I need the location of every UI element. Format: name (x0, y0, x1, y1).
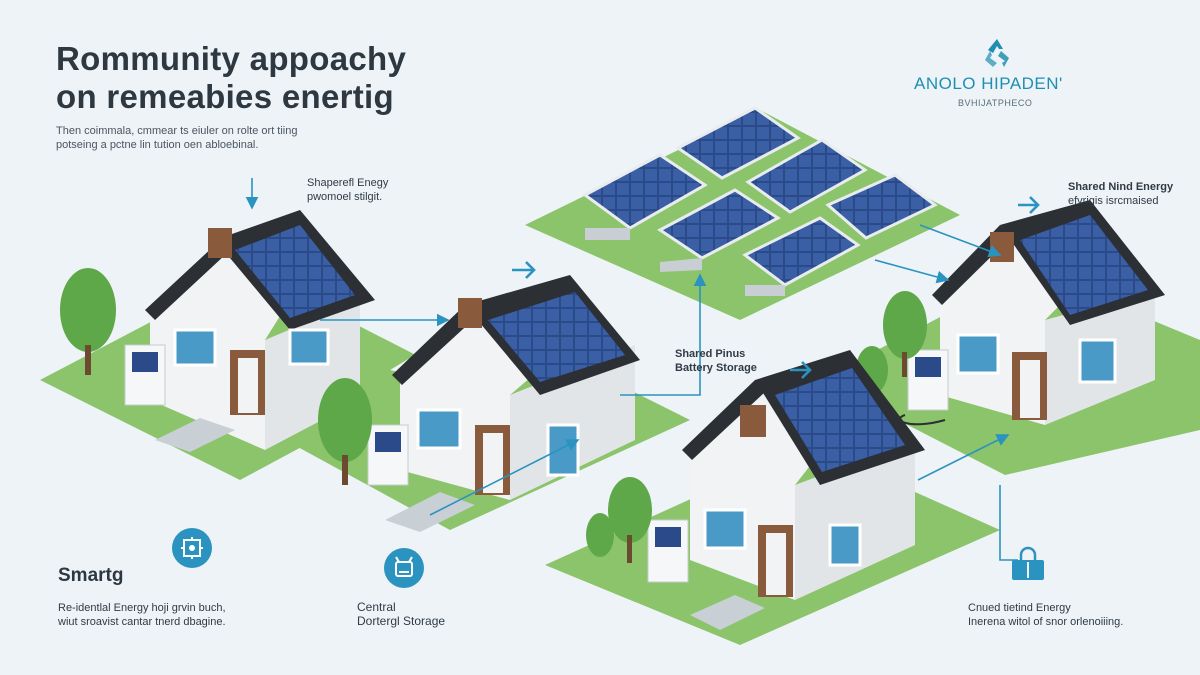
page-title: Rommunity appoachy on remeabies enertig (56, 40, 406, 116)
intro-line-2: potseing a pctne lin tution oen abloebin… (56, 139, 259, 151)
central-storage-text: Central Dortergl Storage (357, 600, 446, 628)
label-battery-storage: Shared Pinus Battery Storage (675, 348, 757, 374)
solar-farm-panels (582, 106, 938, 296)
bold-arrows (512, 196, 1040, 379)
brand-tagline: BVHIJATPHECO (958, 98, 1033, 108)
storage-device-icon (384, 548, 424, 588)
flow-arrows (245, 178, 1018, 561)
lock-icon (1012, 546, 1044, 580)
title-line-2: on remeabies enertig (56, 78, 394, 115)
house-bottom (545, 350, 1000, 645)
house-right (820, 200, 1200, 475)
label-shared-wind-energy: Shared Nind Energy efvrigis isrcmaised (1068, 181, 1174, 207)
community-energy-text: Cnued tietind Energy Inerena witol of sn… (968, 602, 1124, 628)
title-line-1: Rommunity appoachy (56, 40, 407, 77)
recycle-icon (985, 39, 1009, 67)
label-shared-energy: Shaperefl Enegy pwomoel stilgit. (307, 177, 389, 203)
brand-name: ANOLO HIPADEN' (914, 74, 1063, 93)
intro-line-1: Then coimmala, cmmear ts eiuler on rolte… (56, 125, 298, 137)
smart-title: Smartg (58, 565, 124, 586)
residential-energy-text: Re-identlal Energy hoji grvin buch, wiut… (58, 602, 226, 628)
smart-gear-icon (172, 528, 212, 568)
intro-text: Then coimmala, cmmear ts eiuler on rolte… (56, 124, 297, 152)
